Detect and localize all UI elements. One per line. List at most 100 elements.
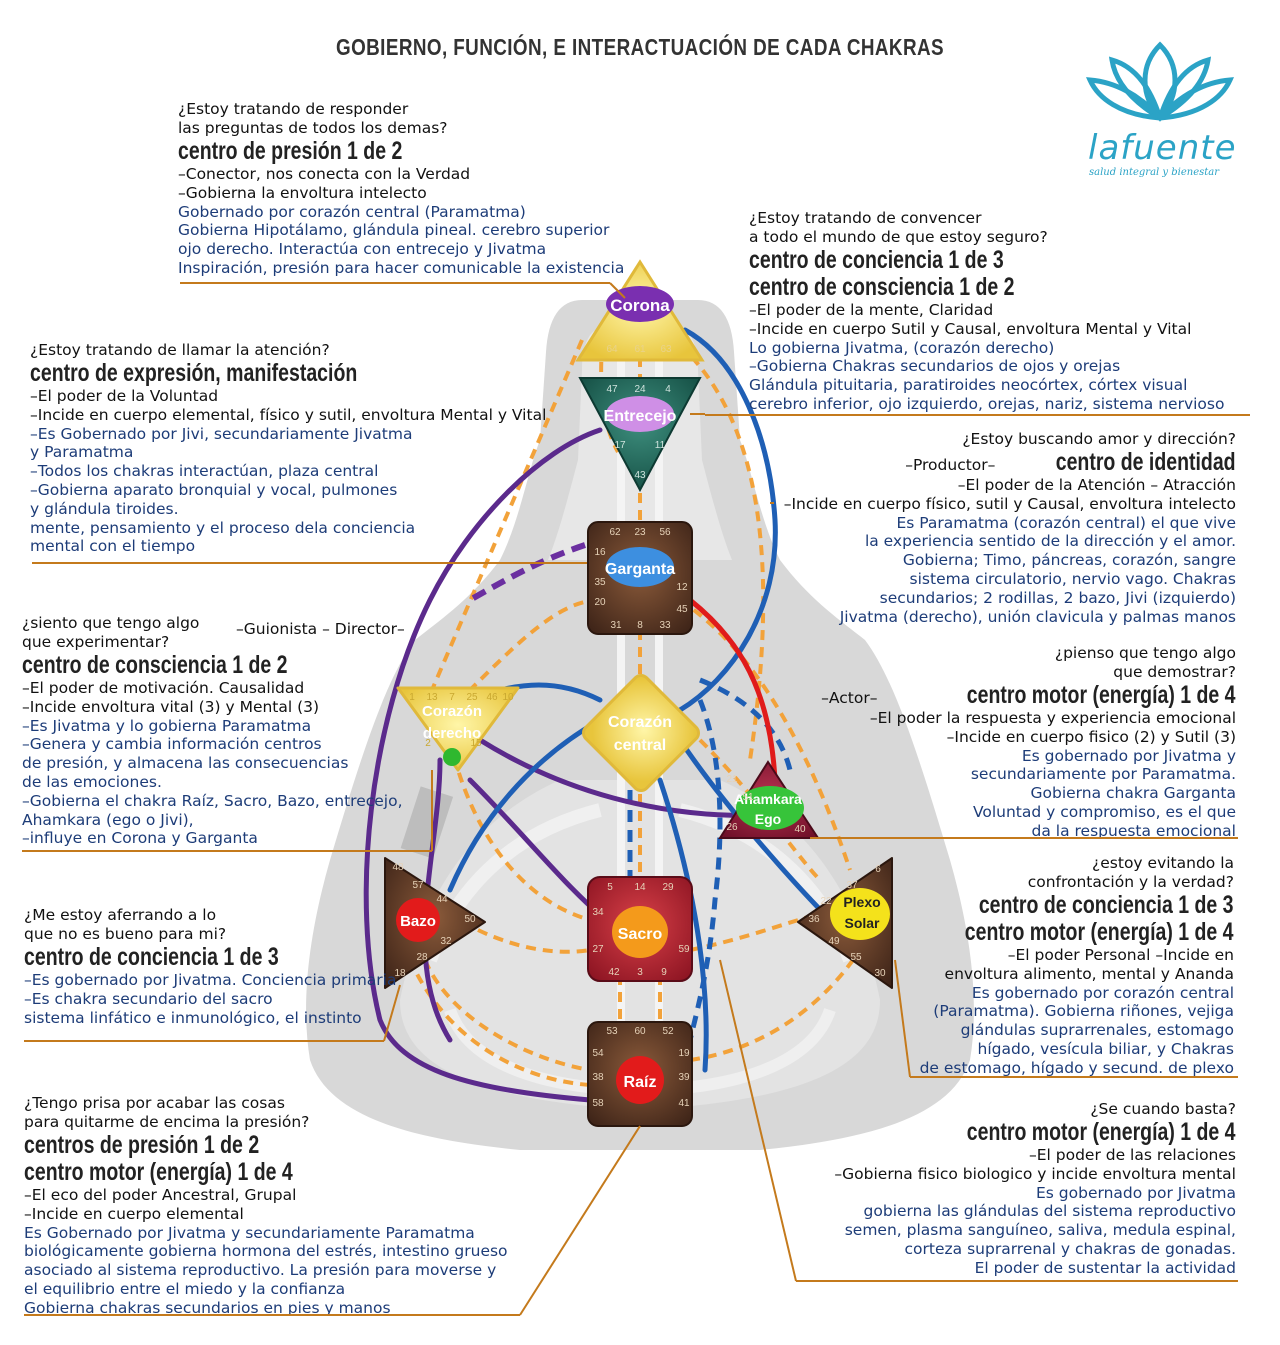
gate-number: 34	[592, 907, 604, 918]
description-line: sistema circulatorio, nervio vago. Chakr…	[909, 569, 1236, 588]
question: ¿Estoy buscando amor y dirección?	[962, 430, 1236, 448]
description-line: –Es chakra secundario del sacro	[24, 989, 273, 1008]
description-line: da la respuesta emocional	[1031, 821, 1236, 840]
center-heading: centro motor (energía) 1 de 4	[24, 1158, 293, 1186]
gate-number: 60	[634, 1026, 646, 1037]
logo-name: lafuente	[1088, 128, 1237, 168]
gate-number: 48	[392, 862, 404, 873]
description-line: Gobierna Hipotálamo, glándula pineal. ce…	[178, 221, 610, 240]
chakra-entrecejo[interactable]: Entrecejo 47 24 4 17 11 43	[578, 377, 702, 493]
center-heading: centro de presión 1 de 2	[178, 137, 403, 165]
corona-description: ¿Estoy tratando de responder las pregunt…	[178, 100, 624, 278]
gate-number: 31	[610, 620, 622, 631]
chakra-raiz[interactable]: Raíz	[587, 1021, 693, 1127]
gate-number: 42	[608, 967, 620, 978]
description-line: de estomago, hígado y secund. de plexo	[919, 1058, 1234, 1077]
description-line: –El poder de la Atención – Atracción	[957, 476, 1236, 494]
role-label: –Guionista – Director–	[236, 620, 405, 638]
description-line: Es gobernado por Jivatma y	[1021, 746, 1236, 765]
description-line: Voluntad y compromiso, es el que	[972, 802, 1236, 821]
chakra-bazo[interactable]: Bazo	[384, 857, 486, 989]
center-heading: centro motor (energía) 1 de 4	[965, 918, 1234, 946]
chakra-ahamkara[interactable]: Ahamkara Ego	[718, 760, 820, 839]
description-line: –Incide en cuerpo físico, sutil y Causal…	[783, 494, 1236, 513]
description-line: –Incide envoltura vital (3) y Mental (3)	[22, 697, 320, 716]
chakra-corazon-central[interactable]: Corazón central	[580, 672, 702, 794]
description-line: –Gobierna fisico biologico y incide envo…	[834, 1164, 1236, 1183]
chakra-garganta[interactable]: Garganta 62 23 56 16 35 20 12 31 8 33 45	[587, 521, 693, 635]
gate-number: 47	[606, 384, 618, 395]
gate-number: 55	[850, 952, 862, 963]
lotus-icon	[1086, 41, 1234, 122]
gate-number: 16	[594, 547, 606, 558]
gate-number: 32	[440, 936, 452, 947]
leader-line	[810, 837, 1238, 839]
description-line: cerebro inferior, ojo izquierdo, orejas,…	[749, 394, 1225, 413]
gate-number: 57	[412, 880, 424, 891]
description-line: –El poder la respuesta y experiencia emo…	[869, 709, 1236, 727]
garganta-description: ¿Estoy tratando de llamar la atención? c…	[30, 341, 546, 556]
gate-number: 22	[820, 896, 832, 907]
gate-number: 54	[592, 1048, 604, 1059]
question: que demostrar?	[1113, 663, 1236, 681]
gate-number: 43	[634, 470, 646, 481]
sacro-description: ¿Se cuando basta? centro motor (energía)…	[834, 1100, 1236, 1278]
gate-number: 28	[416, 952, 428, 963]
description-line: asociado al sistema reproductivo. La pre…	[24, 1261, 497, 1280]
description-line: El poder de sustentar la actividad	[974, 1258, 1236, 1277]
description-line: –Incide en cuerpo fisico (2) y Sutil (3)	[946, 727, 1236, 746]
ahamkara-label-1: Ahamkara	[734, 791, 802, 807]
leader-line	[24, 1314, 520, 1316]
gate-number: 50	[464, 914, 476, 925]
description-line: –Genera y cambia información centros	[22, 735, 322, 754]
center-heading: centro de identidad	[1056, 448, 1236, 476]
description-line: –Es Gobernado por Jivi, secundariamente …	[30, 424, 413, 443]
gate-number: 40	[794, 824, 806, 835]
description-line: –El poder Personal –Incide en	[1007, 946, 1234, 964]
chakra-sacro[interactable]: Sacro	[587, 876, 693, 982]
description-line: –El eco del poder Ancestral, Grupal	[24, 1186, 297, 1204]
leader-line	[32, 562, 587, 564]
gate-number: 46	[486, 692, 498, 703]
center-heading: centros de presión 1 de 2	[24, 1131, 260, 1159]
description-line: –Gobierna Chakras secundarios de ojos y …	[749, 357, 1121, 376]
leader-line	[24, 1040, 384, 1042]
gate-number: 56	[659, 527, 671, 538]
gate-number: 26	[726, 822, 738, 833]
question: ¿Estoy tratando de llamar la atención?	[30, 341, 330, 359]
chakra-corona[interactable]: Corona 64 61 63	[575, 259, 705, 362]
sacro-label: Sacro	[618, 926, 663, 943]
gate-number: 18	[394, 968, 406, 979]
logo-tagline: salud integral y bienestar	[1089, 167, 1220, 178]
leader-line	[770, 502, 774, 504]
gate-number: 11	[655, 440, 666, 451]
description-line: Es gobernado por Jivatma	[1035, 1183, 1236, 1202]
description-line: secundarios; 2 rodillas, 2 bazo, Jivi (i…	[879, 588, 1236, 607]
gate-number: 8	[637, 620, 643, 631]
question: a todo el mundo de que estoy seguro?	[749, 228, 1048, 246]
corona-label: Corona	[610, 296, 670, 315]
question: que no es bueno para mi?	[24, 925, 227, 943]
gate-number: 44	[436, 894, 448, 905]
garganta-label: Garganta	[605, 561, 675, 578]
question: ¿Se cuando basta?	[1090, 1100, 1236, 1118]
question: las preguntas de todos los demas?	[178, 119, 448, 137]
chakra-corazon-derecho[interactable]: Corazón derecho	[396, 686, 520, 772]
question: que experimentar?	[22, 633, 170, 651]
identidad-description: ¿Estoy buscando amor y dirección? –Produ…	[784, 430, 1236, 626]
gate-number: 9	[661, 967, 667, 978]
gate-number: 62	[609, 527, 621, 538]
description-line: –El poder de las relaciones	[1028, 1146, 1236, 1164]
description-line: mente, pensamiento y el proceso dela con…	[30, 518, 416, 537]
description-line: y Paramatma	[30, 443, 134, 462]
description-line: Es Gobernado por Jivatma y secundariamen…	[24, 1223, 475, 1242]
description-line: Glándula pituitaria, paratiroides neocór…	[749, 376, 1188, 395]
description-line: de las emociones.	[22, 772, 162, 791]
role-guionista: –Guionista – Director–	[236, 620, 405, 639]
chakra-plexo-solar[interactable]: Plexo Solar	[797, 857, 893, 989]
gate-number: 13	[426, 692, 438, 703]
entrecejo-label: Entrecejo	[604, 408, 677, 425]
description-line: gobierna las glándulas del sistema repro…	[863, 1202, 1236, 1221]
leader-line	[705, 414, 1250, 416]
description-line: mental con el tiempo	[30, 537, 196, 556]
